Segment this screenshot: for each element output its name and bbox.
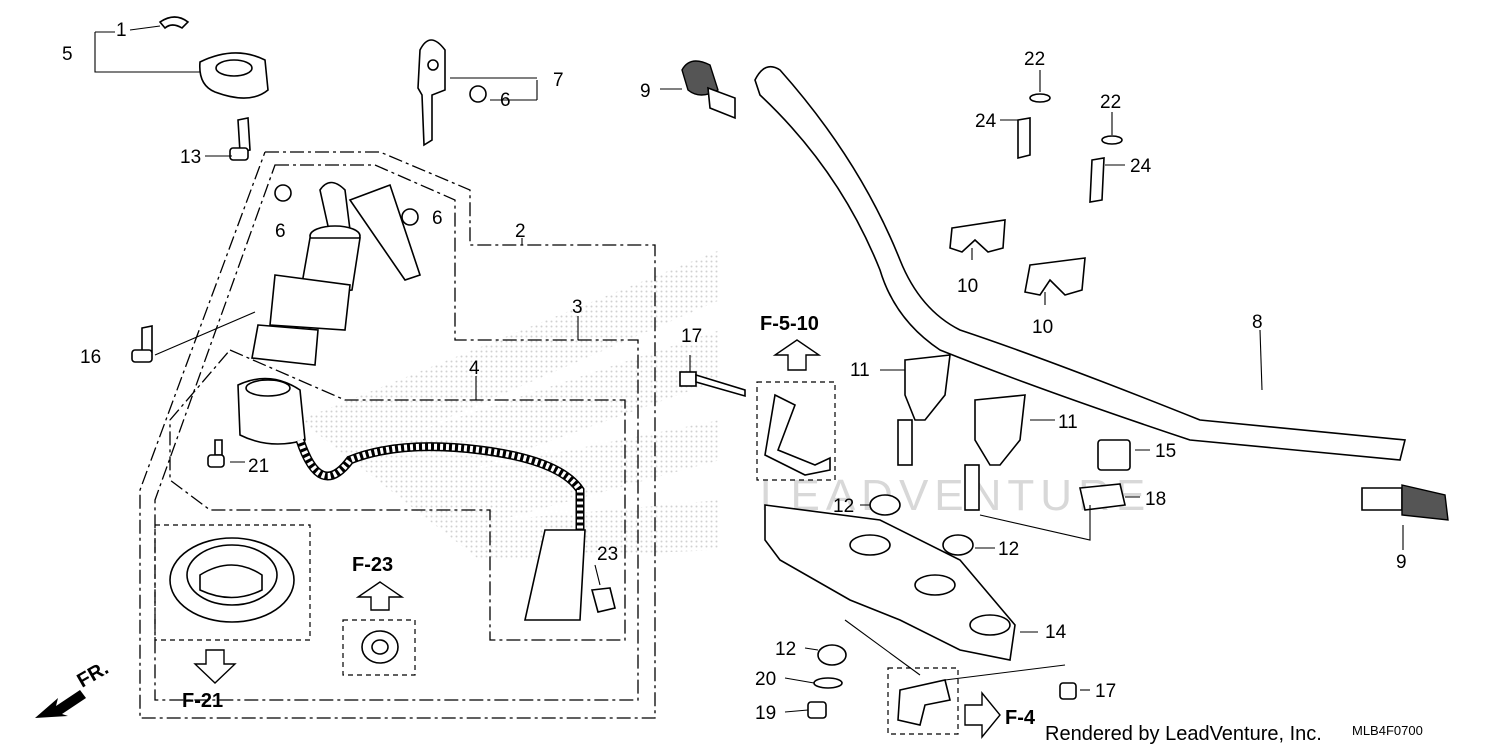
part-6-cap-top bbox=[469, 85, 487, 103]
callout-24-left: 24 bbox=[975, 111, 997, 132]
front-label: FR. bbox=[74, 657, 113, 692]
ref-f-4: F-4 bbox=[1005, 707, 1036, 729]
wing-logo-watermark bbox=[300, 250, 720, 560]
fuel-cap bbox=[169, 537, 295, 623]
callout-6-top: 6 bbox=[500, 90, 511, 111]
grommet-box bbox=[342, 619, 416, 676]
part-24-bolts bbox=[1017, 117, 1105, 203]
part-21-screw bbox=[207, 439, 225, 468]
callout-15: 15 bbox=[1155, 441, 1176, 462]
cable-clamp bbox=[764, 393, 831, 476]
part-15-collar bbox=[1097, 439, 1131, 471]
ref-f-23: F-23 bbox=[352, 554, 393, 576]
clamp-box bbox=[756, 381, 836, 481]
callout-11-right: 11 bbox=[1058, 412, 1078, 433]
part-7-key-blank bbox=[417, 39, 446, 147]
part-12-rubber-a bbox=[869, 494, 901, 516]
callout-12-a: 12 bbox=[833, 496, 854, 517]
callout-21: 21 bbox=[248, 456, 269, 477]
callout-22-left: 22 bbox=[1024, 49, 1045, 70]
ignition-switch bbox=[251, 181, 422, 366]
arrow-up-f23 bbox=[355, 581, 405, 611]
callout-11-left: 11 bbox=[850, 360, 870, 381]
callout-9-left: 9 bbox=[640, 81, 651, 102]
callout-12-c: 12 bbox=[775, 639, 796, 660]
part-18-nut bbox=[1079, 483, 1126, 511]
assembly-outline-4 bbox=[169, 349, 626, 641]
callout-12-b: 12 bbox=[998, 539, 1019, 560]
callout-1: 1 bbox=[116, 20, 127, 41]
callout-13: 13 bbox=[180, 147, 201, 168]
wire-harness bbox=[295, 438, 586, 621]
part-23-nut bbox=[590, 587, 616, 613]
part-10-holder-b bbox=[1024, 257, 1086, 296]
callout-17-bottom: 17 bbox=[1095, 681, 1116, 702]
callout-6-right: 6 bbox=[432, 208, 443, 229]
part-4-sensor bbox=[237, 377, 306, 445]
part-22-washers bbox=[1029, 93, 1123, 145]
callout-10-right: 10 bbox=[1032, 317, 1053, 338]
arrow-down-f21 bbox=[193, 649, 237, 684]
part-19-nut bbox=[807, 701, 827, 719]
callout-2: 2 bbox=[515, 221, 526, 242]
footer-credit: Rendered by LeadVenture, Inc. bbox=[1045, 723, 1322, 745]
callout-20: 20 bbox=[755, 669, 776, 690]
part-5-cover bbox=[198, 52, 269, 99]
part-1-clip bbox=[158, 16, 190, 30]
arrow-right-f4 bbox=[964, 691, 1001, 739]
part-12-rubber-c bbox=[817, 644, 847, 666]
callout-22-right: 22 bbox=[1100, 92, 1121, 113]
part-11-riser-b bbox=[964, 394, 1026, 511]
part-12-rubber-b bbox=[942, 534, 974, 556]
callout-14: 14 bbox=[1045, 622, 1067, 643]
part-9-grip-end-right bbox=[1361, 484, 1449, 521]
part-16-screw bbox=[131, 325, 153, 363]
part-17-bolt-bottom bbox=[1059, 682, 1077, 700]
part-8-handlebar bbox=[754, 65, 1407, 461]
callout-7: 7 bbox=[553, 70, 564, 91]
part-11-riser-a bbox=[897, 354, 951, 466]
bracket-f4 bbox=[897, 679, 951, 726]
part-9-grip-end-left bbox=[681, 60, 736, 120]
arrow-up-f510 bbox=[772, 339, 822, 371]
assembly-outline-2 bbox=[139, 151, 656, 719]
diagram-code: MLB4F0700 bbox=[1352, 723, 1423, 738]
callout-8: 8 bbox=[1252, 312, 1263, 333]
bracket-box bbox=[887, 667, 959, 735]
ref-f-21: F-21 bbox=[182, 690, 223, 712]
callout-19: 19 bbox=[755, 703, 776, 724]
ref-f-5-10: F-5-10 bbox=[760, 313, 819, 335]
callout-16: 16 bbox=[80, 347, 101, 368]
part-13-bolt bbox=[229, 117, 251, 161]
callout-6-left: 6 bbox=[275, 221, 286, 242]
callout-9-right: 9 bbox=[1396, 552, 1407, 573]
callout-17-top: 17 bbox=[681, 326, 702, 347]
callout-labels: 1 5 13 6 7 6 6 2 3 4 16 21 23 9 22 22 24… bbox=[62, 20, 1407, 724]
front-direction-arrow bbox=[35, 690, 86, 718]
part-17-bolt-top bbox=[679, 371, 746, 398]
leader-lines bbox=[94, 25, 1404, 713]
callout-3: 3 bbox=[572, 297, 583, 318]
callout-18: 18 bbox=[1145, 489, 1166, 510]
callout-4: 4 bbox=[469, 358, 480, 379]
callout-5: 5 bbox=[62, 44, 73, 65]
callout-24-right: 24 bbox=[1130, 156, 1152, 177]
part-10-holder-a bbox=[949, 219, 1006, 253]
callout-23: 23 bbox=[597, 544, 618, 565]
part-14-top-bridge bbox=[764, 504, 1016, 661]
callout-10-left: 10 bbox=[957, 276, 978, 297]
grommet bbox=[361, 630, 399, 664]
part-20-washer bbox=[813, 677, 843, 689]
